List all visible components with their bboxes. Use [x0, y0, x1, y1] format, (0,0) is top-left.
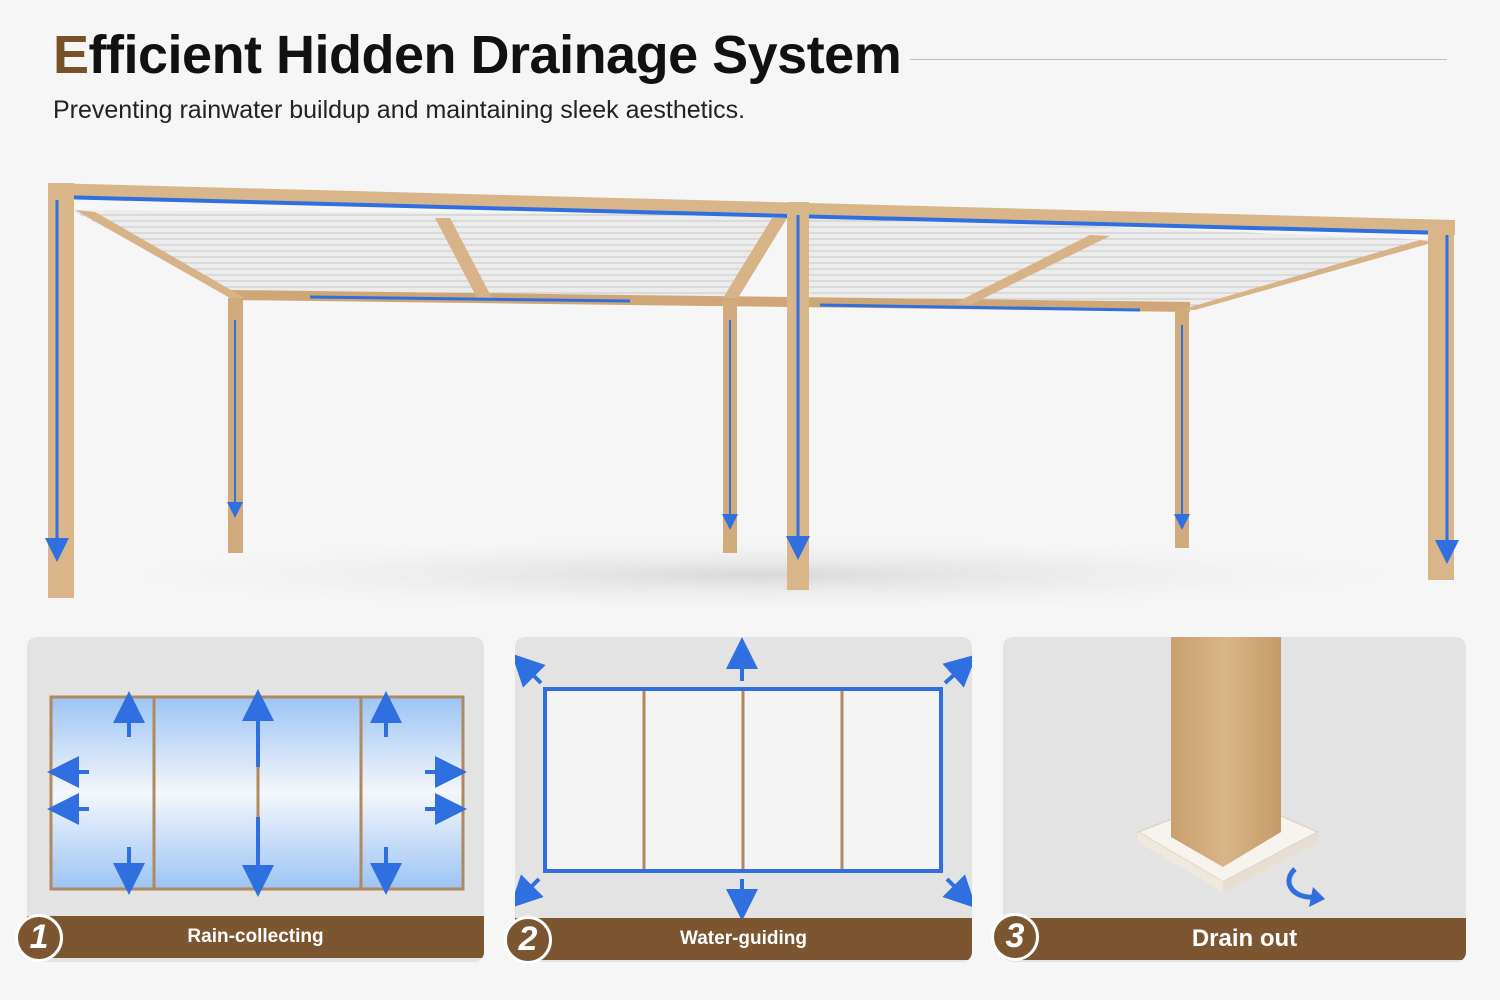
roof-louvers-left [70, 210, 790, 300]
step-number-badge: 1 [15, 914, 63, 962]
step-label: Water-guiding [515, 918, 972, 960]
drain-out-diagram [1135, 637, 1325, 907]
header: Efficient Hidden Drainage System Prevent… [53, 24, 1448, 134]
water-guiding-diagram [515, 637, 972, 921]
diagonal-arrow-icon [942, 874, 972, 909]
step-panel-rain-collecting: Rain-collecting [27, 637, 484, 962]
step-number-badge: 3 [991, 913, 1039, 961]
beam-water-channel [57, 195, 1448, 235]
rafter [723, 218, 787, 298]
title-divider [910, 59, 1447, 60]
title-accent-letter: E [53, 25, 89, 85]
step-panel-drain-out: Drain out [1003, 637, 1466, 962]
diagonal-arrow-icon [942, 654, 972, 688]
diagonal-arrow-icon [515, 874, 544, 909]
page-title: Efficient Hidden Drainage System [53, 24, 902, 86]
step-panel-water-guiding: Water-guiding [515, 637, 972, 962]
step-number-badge: 2 [504, 916, 552, 964]
pergola-illustration [40, 183, 1480, 615]
ground-shadow [40, 535, 1480, 615]
rafter [1180, 240, 1435, 310]
page-subtitle: Preventing rainwater buildup and maintai… [53, 96, 746, 124]
roof-louvers-right [805, 215, 1435, 310]
curved-arrow-icon [1286, 867, 1316, 900]
diagonal-arrow-icon [515, 653, 546, 688]
step-label: Drain out [1003, 918, 1466, 960]
front-beam [48, 183, 1455, 235]
rafter [435, 218, 492, 298]
post-front-left [48, 183, 74, 598]
post [1171, 637, 1281, 867]
rain-collecting-diagram [47, 689, 467, 897]
post-front-right [1428, 220, 1454, 580]
step-label: Rain-collecting [27, 916, 484, 958]
rafter [955, 235, 1110, 305]
rafter [75, 210, 245, 298]
title-text: fficient Hidden Drainage System [88, 25, 902, 85]
beam-water-channel [309, 295, 631, 303]
beam-water-channel [819, 303, 1141, 312]
